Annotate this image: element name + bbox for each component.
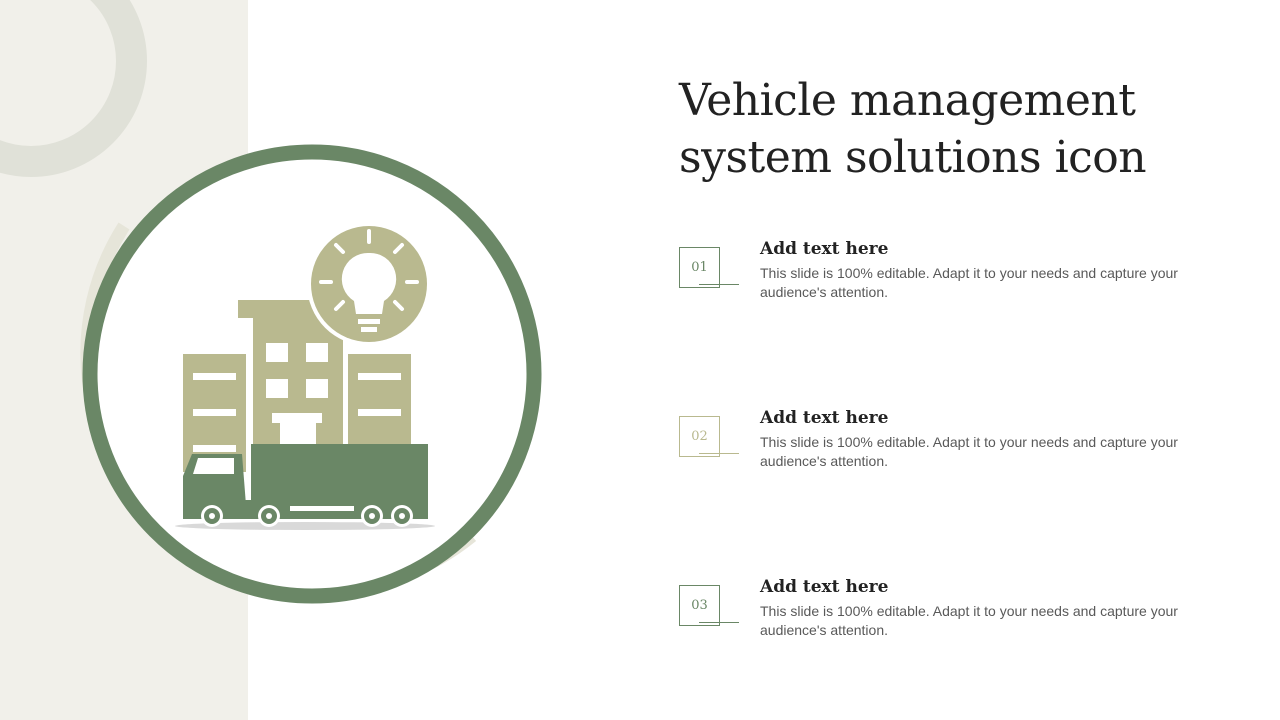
lightbulb-icon	[307, 222, 431, 346]
item-number-underline	[699, 622, 739, 623]
item-number-badge: 03	[679, 585, 720, 626]
item-number-badge: 02	[679, 416, 720, 457]
item-number-badge: 01	[679, 247, 720, 288]
item-description: This slide is 100% editable. Adapt it to…	[760, 603, 1178, 638]
list-item: 01 Add text here This slide is 100% edit…	[679, 239, 1199, 319]
slide-title-line-1: Vehicle management	[679, 75, 1136, 126]
item-heading: Add text here	[760, 577, 889, 597]
buildings-truck-lightbulb-icon	[175, 222, 435, 530]
item-heading: Add text here	[760, 408, 889, 428]
slide-title: Vehicle management system solutions icon	[679, 72, 1239, 186]
list-item: 03 Add text here This slide is 100% edit…	[679, 577, 1199, 657]
icon-circle-graphic	[80, 144, 542, 604]
item-description: This slide is 100% editable. Adapt it to…	[760, 434, 1178, 469]
item-number-underline	[699, 453, 739, 454]
item-heading: Add text here	[760, 239, 889, 259]
item-description: This slide is 100% editable. Adapt it to…	[760, 265, 1178, 300]
right-building-icon	[348, 354, 411, 450]
truck-icon	[183, 444, 428, 527]
item-number-underline	[699, 284, 739, 285]
left-building-icon	[183, 354, 246, 472]
list-item: 02 Add text here This slide is 100% edit…	[679, 408, 1199, 488]
slide-title-line-2: system solutions icon	[679, 132, 1147, 183]
truck-wheels	[201, 505, 413, 527]
